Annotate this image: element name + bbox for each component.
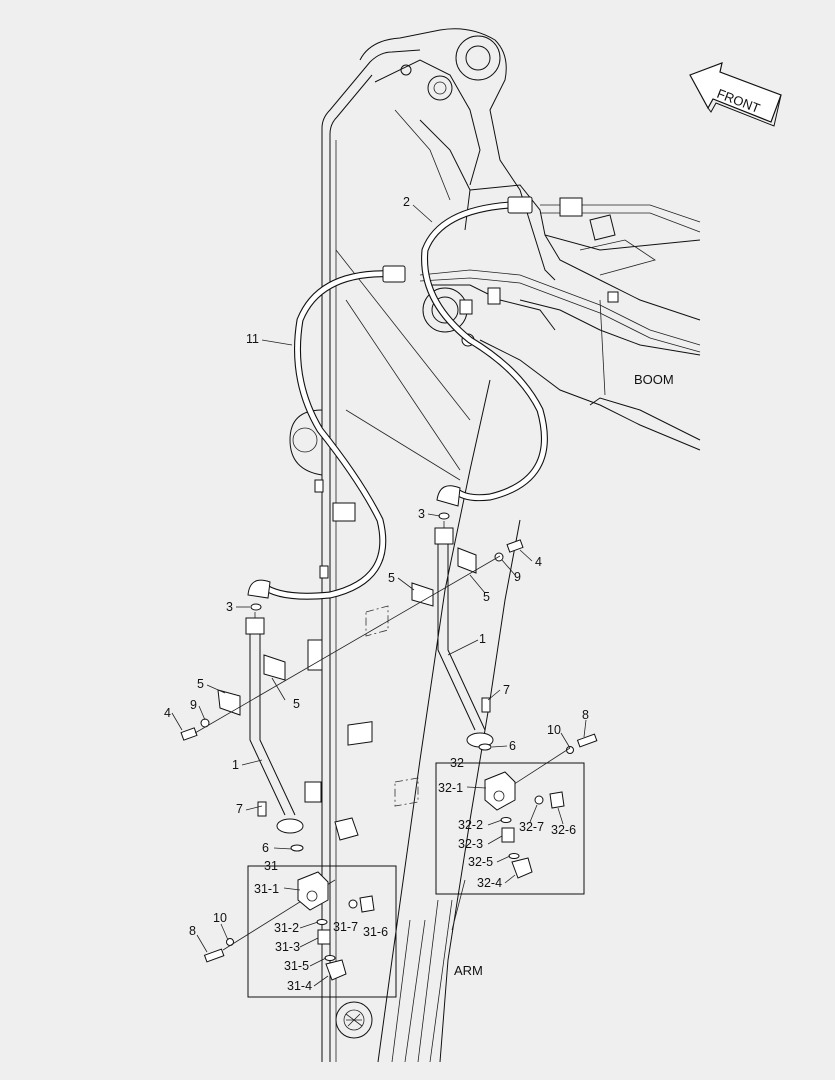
callout-9: 9 <box>190 698 197 712</box>
callout-3: 3 <box>226 600 233 614</box>
callout-6: 6 <box>262 841 269 855</box>
callout-5: 5 <box>388 571 395 585</box>
callout-4: 4 <box>164 706 171 720</box>
tube-right <box>434 527 494 748</box>
callout-32-6: 32-6 <box>551 823 576 837</box>
callout-32-5: 32-5 <box>468 855 493 869</box>
callout-8: 8 <box>582 708 589 722</box>
assembly-31-box <box>247 865 397 998</box>
callout-32-7: 32-7 <box>519 820 544 834</box>
callout-11: 11 <box>246 332 259 346</box>
clamps <box>217 547 477 807</box>
callout-31-1: 31-1 <box>254 882 279 896</box>
callout-32-1: 32-1 <box>438 781 463 795</box>
callout-31-2: 31-2 <box>274 921 299 935</box>
callout-7: 7 <box>503 683 510 697</box>
callout-4: 4 <box>535 555 542 569</box>
arm-structure <box>289 49 521 1063</box>
assembly-32-box <box>435 762 585 895</box>
callout-7: 7 <box>236 802 243 816</box>
callout-5: 5 <box>293 697 300 711</box>
front-arrow-icon: FRONT <box>689 62 782 127</box>
callout-32-2: 32-2 <box>458 818 483 832</box>
hose-11 <box>247 265 406 600</box>
boom-label: BOOM <box>634 372 674 387</box>
hardware <box>180 512 598 963</box>
tube-left <box>245 617 304 834</box>
callout-2: 2 <box>403 195 410 209</box>
callout-3: 3 <box>418 507 425 521</box>
callout-32-4: 32-4 <box>477 876 502 890</box>
callout-1: 1 <box>232 758 239 772</box>
callout-32: 32 <box>450 756 464 770</box>
callouts: 2 11 3 3 4 4 5 5 5 5 9 9 1 1 7 7 6 6 8 8… <box>164 195 674 993</box>
callout-10: 10 <box>547 723 561 737</box>
arm-label: ARM <box>454 963 483 978</box>
callout-32-3: 32-3 <box>458 837 483 851</box>
callout-8: 8 <box>189 924 196 938</box>
callout-31-3: 31-3 <box>275 940 300 954</box>
callout-9: 9 <box>514 570 521 584</box>
callout-1: 1 <box>479 632 486 646</box>
callout-31-7: 31-7 <box>333 920 358 934</box>
valve-assembly-31 <box>247 865 397 998</box>
callout-5: 5 <box>483 590 490 604</box>
leader-lines <box>171 204 587 953</box>
valve-assembly-32 <box>435 762 585 895</box>
callout-6: 6 <box>509 739 516 753</box>
callout-5: 5 <box>197 677 204 691</box>
callout-10: 10 <box>213 911 227 925</box>
callout-31-5: 31-5 <box>284 959 309 973</box>
callout-31-6: 31-6 <box>363 925 388 939</box>
callout-31: 31 <box>264 859 278 873</box>
callout-31-4: 31-4 <box>287 979 312 993</box>
hose-2 <box>421 196 548 507</box>
